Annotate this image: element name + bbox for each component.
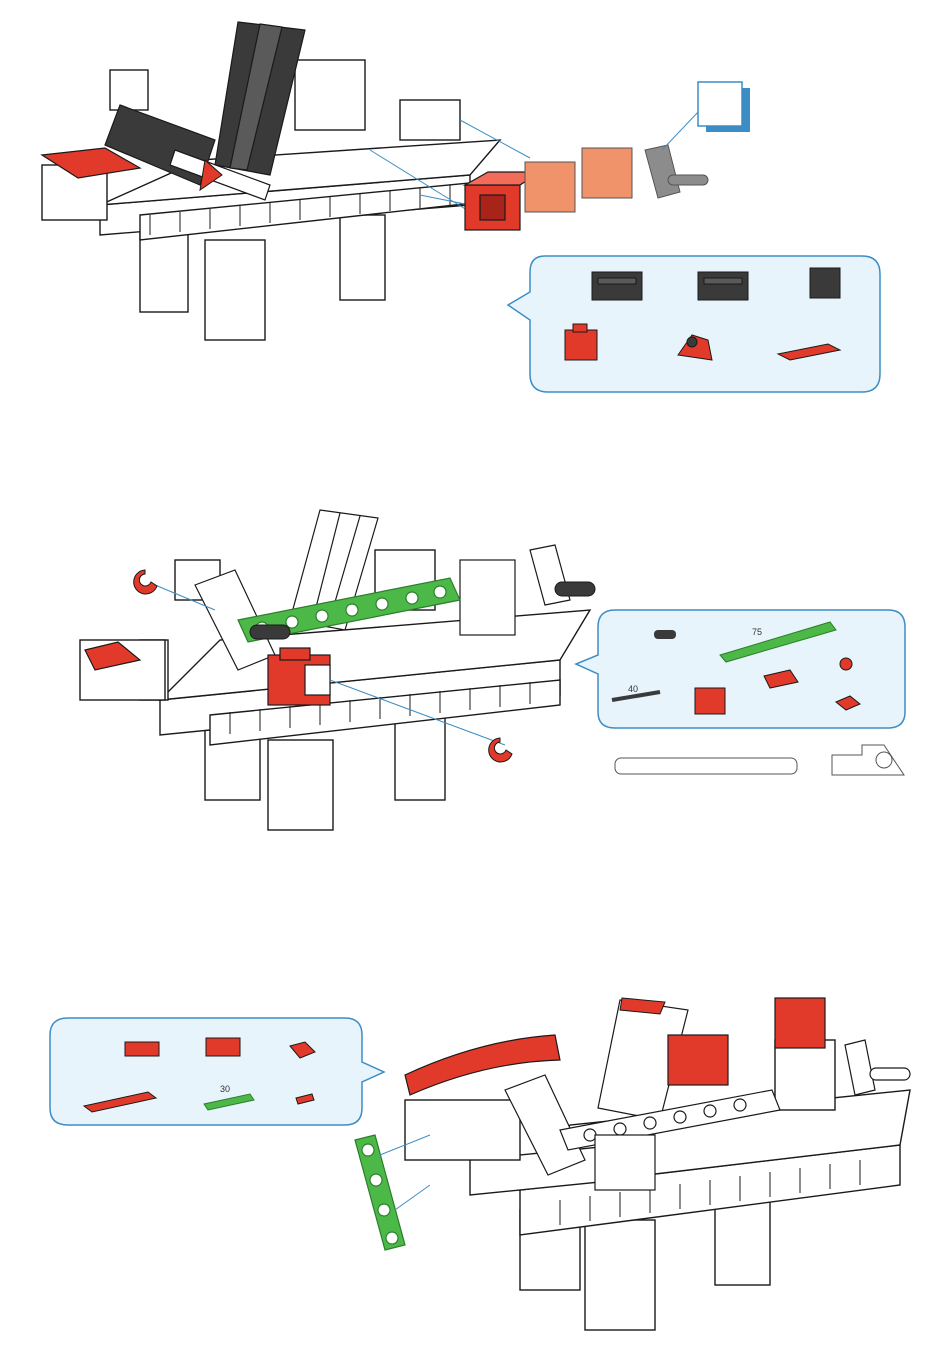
dark-axle bbox=[555, 582, 595, 596]
clip-scale bbox=[832, 745, 904, 775]
crank-block bbox=[595, 1135, 655, 1190]
red-clip bbox=[489, 738, 512, 762]
gray-crank bbox=[645, 145, 708, 198]
axle-scale bbox=[615, 758, 797, 774]
dark-block-15-icon bbox=[810, 268, 840, 298]
frame-post bbox=[400, 100, 460, 140]
frame-post bbox=[110, 70, 148, 110]
parts-callout: 30 bbox=[50, 1018, 384, 1125]
frame-leg bbox=[585, 1220, 655, 1330]
red-spring-plate-icon bbox=[206, 1038, 240, 1056]
red-clip-icon bbox=[840, 658, 852, 670]
salmon-blocks bbox=[525, 148, 632, 212]
strut-length-label: 30 bbox=[220, 1084, 230, 1094]
dark-block-30-icon bbox=[592, 272, 642, 300]
dark-axle-short bbox=[250, 625, 290, 639]
dark-tilted-blocks bbox=[215, 22, 305, 175]
assembly-step-1 bbox=[0, 0, 950, 420]
green-strut-30 bbox=[355, 1135, 405, 1250]
red-block-15-icon bbox=[695, 688, 725, 714]
step-number-box bbox=[698, 82, 750, 132]
crank-assembly bbox=[845, 1040, 910, 1095]
red-plate-15-icon bbox=[125, 1042, 159, 1056]
frame-leg bbox=[140, 230, 188, 312]
parts-callout bbox=[508, 256, 880, 392]
frame-leg bbox=[340, 215, 385, 300]
dark-axle-short-icon bbox=[654, 630, 676, 639]
axle-length-label: 40 bbox=[628, 684, 638, 694]
frame-leg bbox=[268, 740, 333, 830]
strut-length-label: 75 bbox=[752, 627, 762, 637]
red-clip bbox=[134, 570, 157, 594]
assembly-step-3: 30 bbox=[0, 980, 950, 1348]
dark-block-30-icon bbox=[698, 272, 748, 300]
end-block bbox=[405, 1100, 520, 1160]
callout-leader bbox=[662, 110, 700, 150]
frame-leg bbox=[395, 715, 445, 800]
red-block-15 bbox=[268, 648, 330, 705]
parts-callout: 75 40 bbox=[576, 610, 905, 728]
frame-leg bbox=[205, 240, 265, 340]
frame-post bbox=[295, 60, 365, 130]
assembly-step-2: 75 40 bbox=[0, 490, 950, 850]
frame-post bbox=[775, 1040, 835, 1110]
